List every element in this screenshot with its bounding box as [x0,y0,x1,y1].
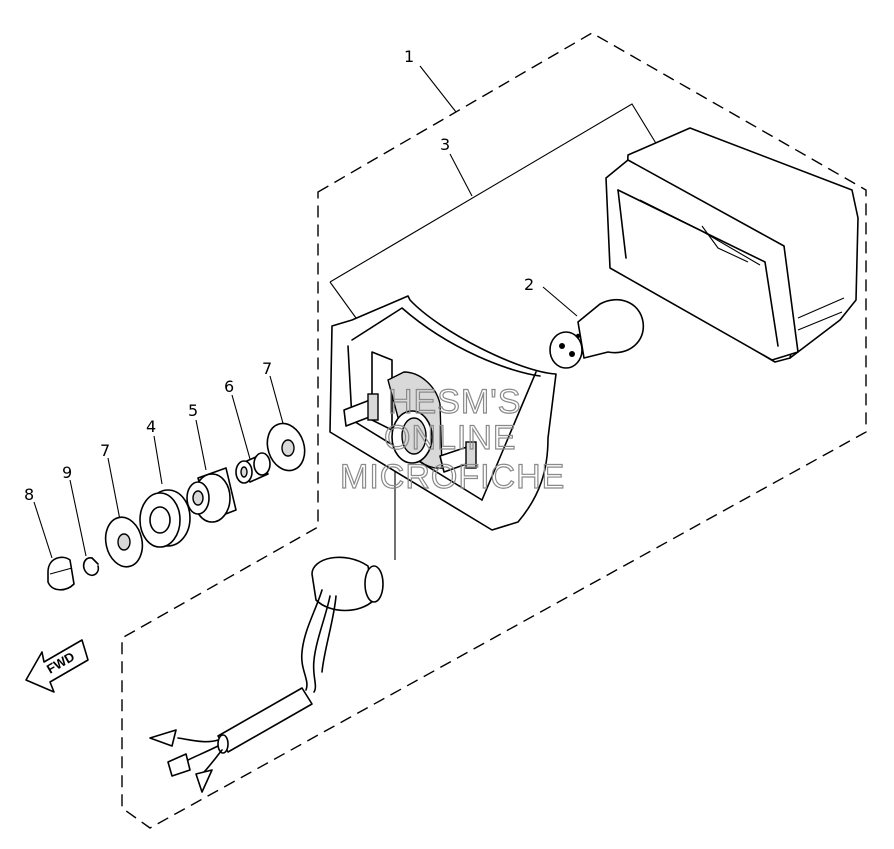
callout-4: 4 [146,417,156,436]
grommet [139,489,191,548]
watermark-line-1: HESM'S [388,383,521,421]
washer-left [104,516,144,568]
callout-1: 1 [404,47,414,66]
forward-arrow: FWD [25,639,89,693]
lens-cover [605,127,859,363]
damper [186,467,237,523]
stud-bolt-right [439,441,477,473]
callout-7-right: 7 [262,359,272,378]
watermark: HESM'S ONLINE MICROFICHE [339,382,565,496]
bulb [549,298,644,369]
housing-base [329,295,557,531]
lock-washer [82,557,100,577]
watermark-line-2: ONLINE [384,419,517,457]
socket-harness [149,556,384,793]
callout-3: 3 [440,135,450,154]
leader-lines [33,65,658,560]
watermark-line-3: MICROFICHE [340,458,565,496]
callout-7-left: 7 [100,441,110,460]
assembly-outline [121,32,867,829]
callout-6: 6 [224,377,234,396]
washer-right [266,422,306,472]
callout-9: 9 [62,463,72,482]
cap-nut [47,556,75,591]
callout-2: 2 [524,275,534,294]
callout-8: 8 [24,485,34,504]
callout-5: 5 [188,401,198,420]
callouts: 1 2 3 4 5 6 7 7 8 9 [24,47,534,504]
collar [235,452,271,484]
stud-bolt-left [343,393,379,427]
